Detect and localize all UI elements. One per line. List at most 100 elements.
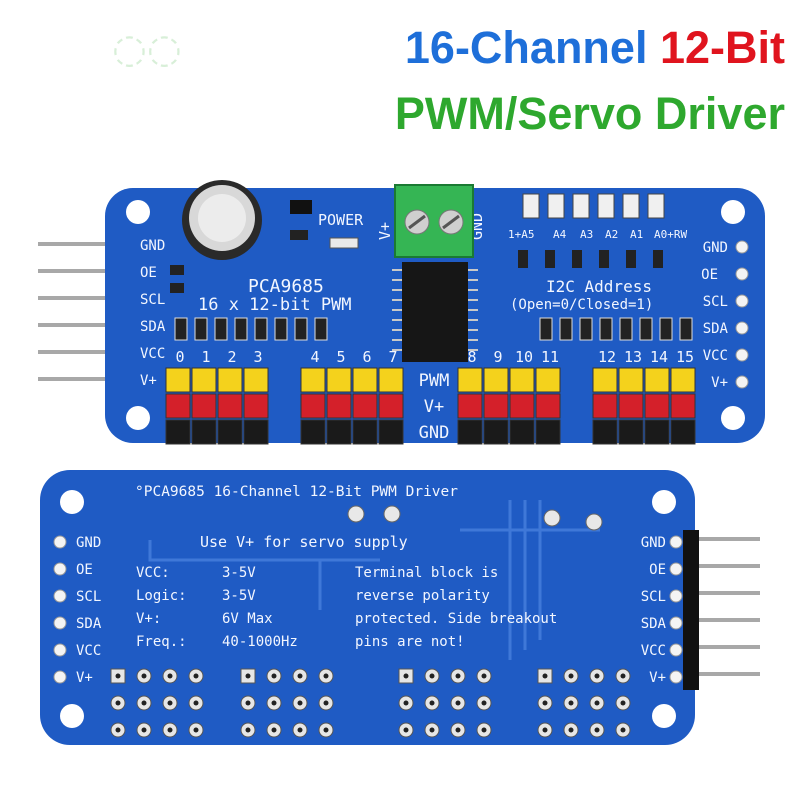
solder-pad-hole xyxy=(245,700,251,706)
resistor-smd xyxy=(170,265,184,275)
servo-header-pin xyxy=(217,419,243,445)
solder-pad-hole xyxy=(542,727,548,733)
servo-header-pin xyxy=(326,393,352,419)
servo-header-pin xyxy=(243,393,269,419)
electrolytic-capacitor xyxy=(182,180,262,260)
servo-header-pin xyxy=(618,367,644,393)
solder-pad-hole xyxy=(245,673,251,679)
channel-number: 7 xyxy=(388,348,397,366)
back-title: °PCA9685 16-Channel 12-Bit PWM Driver xyxy=(135,484,458,500)
addr-label: A0+RW xyxy=(654,228,687,241)
solder-pad-hole xyxy=(429,673,435,679)
solder-pad-hole xyxy=(455,727,461,733)
chip-label: PCA9685 xyxy=(248,276,324,297)
terminal-vplus-label: V+ xyxy=(376,222,394,240)
address-jumpers xyxy=(522,193,665,219)
back-left-pin-label: VCC xyxy=(76,643,101,659)
solder-pad-hole xyxy=(620,673,626,679)
servo-header-pin xyxy=(592,419,618,445)
channel-number: 4 xyxy=(310,348,319,366)
solder-pad-hole xyxy=(297,727,303,733)
front-right-pads xyxy=(735,240,749,389)
front-right-pin-label: OE xyxy=(701,267,718,283)
servo-solder-pads xyxy=(110,668,631,738)
solder-pad-hole xyxy=(271,700,277,706)
solder-pad-hole xyxy=(481,700,487,706)
channel-number: 5 xyxy=(336,348,345,366)
svg-text:◌◌: ◌◌ xyxy=(112,26,182,72)
servo-header-pin xyxy=(300,419,326,445)
mounting-hole xyxy=(652,704,676,728)
channel-number: 2 xyxy=(227,348,236,366)
servo-header-pin xyxy=(457,393,483,419)
solder-pad-hole xyxy=(403,727,409,733)
servo-header-pin xyxy=(670,393,696,419)
solder-pad-hole xyxy=(193,727,199,733)
solder-pad-hole xyxy=(481,727,487,733)
servo-header-pin xyxy=(352,419,378,445)
back-left-pin-label: SDA xyxy=(76,616,102,632)
servo-header-pin xyxy=(644,393,670,419)
servo-header-pin xyxy=(644,367,670,393)
title-line-2: PWM/Servo Driver xyxy=(394,88,785,139)
channel-number: 12 xyxy=(598,348,616,366)
pca9685-chip xyxy=(392,262,478,362)
via-pad xyxy=(585,513,603,531)
front-right-pin-label: GND xyxy=(703,240,728,256)
servo-header-pin xyxy=(378,419,404,445)
solder-pad-hole xyxy=(245,727,251,733)
solder-pad-hole xyxy=(141,673,147,679)
addr-label: A2 xyxy=(605,228,618,241)
solder-pad-hole xyxy=(167,727,173,733)
back-left-pin-label: SCL xyxy=(76,589,101,605)
back-right-pin-label: OE xyxy=(649,562,666,578)
back-board: °PCA9685 16-Channel 12-Bit PWM Driver Us… xyxy=(40,470,760,745)
servo-header-pin xyxy=(191,393,217,419)
spec-value: 3-5V xyxy=(222,565,256,581)
addr-label: A4 xyxy=(553,228,567,241)
solder-pad-hole xyxy=(403,673,409,679)
front-left-pin-label: VCC xyxy=(140,346,165,362)
resistor-smd xyxy=(170,283,184,293)
front-right-pin-label: V+ xyxy=(711,375,728,391)
solder-pad-hole xyxy=(403,700,409,706)
mid-label-pwm: PWM xyxy=(419,371,450,391)
front-left-pin-label: V+ xyxy=(140,373,157,389)
solder-pad-hole xyxy=(455,700,461,706)
servo-header-pin xyxy=(644,419,670,445)
spec-key: Freq.: xyxy=(136,634,187,650)
servo-header-pin xyxy=(217,367,243,393)
screw-terminal-block xyxy=(394,184,474,258)
servo-header-pin xyxy=(300,367,326,393)
mounting-hole xyxy=(126,200,150,224)
channel-number: 13 xyxy=(624,348,642,366)
front-left-pin-label: SCL xyxy=(140,292,165,308)
solder-pad-hole xyxy=(115,700,121,706)
mid-label-vplus: V+ xyxy=(424,397,444,417)
servo-header-pin xyxy=(509,419,535,445)
solder-pad-hole xyxy=(594,700,600,706)
solder-pad-hole xyxy=(594,673,600,679)
servo-header-pin xyxy=(483,419,509,445)
servo-header-pin xyxy=(535,367,561,393)
channel-number: 8 xyxy=(467,348,476,366)
solder-pad-hole xyxy=(323,727,329,733)
servo-header-pin xyxy=(191,419,217,445)
spec-value: 6V Max xyxy=(222,611,273,627)
channel-number: 11 xyxy=(541,348,559,366)
back-left-pin-label: V+ xyxy=(76,670,93,686)
solder-pad-hole xyxy=(323,700,329,706)
spec-key: Logic: xyxy=(136,588,187,604)
mid-label-gnd: GND xyxy=(419,423,450,443)
solder-pad-hole xyxy=(297,673,303,679)
solder-pad-hole xyxy=(620,727,626,733)
solder-pad-hole xyxy=(141,727,147,733)
solder-pad-hole xyxy=(620,700,626,706)
solder-pad-hole xyxy=(193,700,199,706)
back-right-pin-label: GND xyxy=(641,535,666,551)
back-supply-note: Use V+ for servo supply xyxy=(200,533,408,551)
solder-pad-hole xyxy=(141,700,147,706)
i2c-title: I2C Address xyxy=(546,277,652,296)
front-left-pin-label: SDA xyxy=(140,319,166,335)
